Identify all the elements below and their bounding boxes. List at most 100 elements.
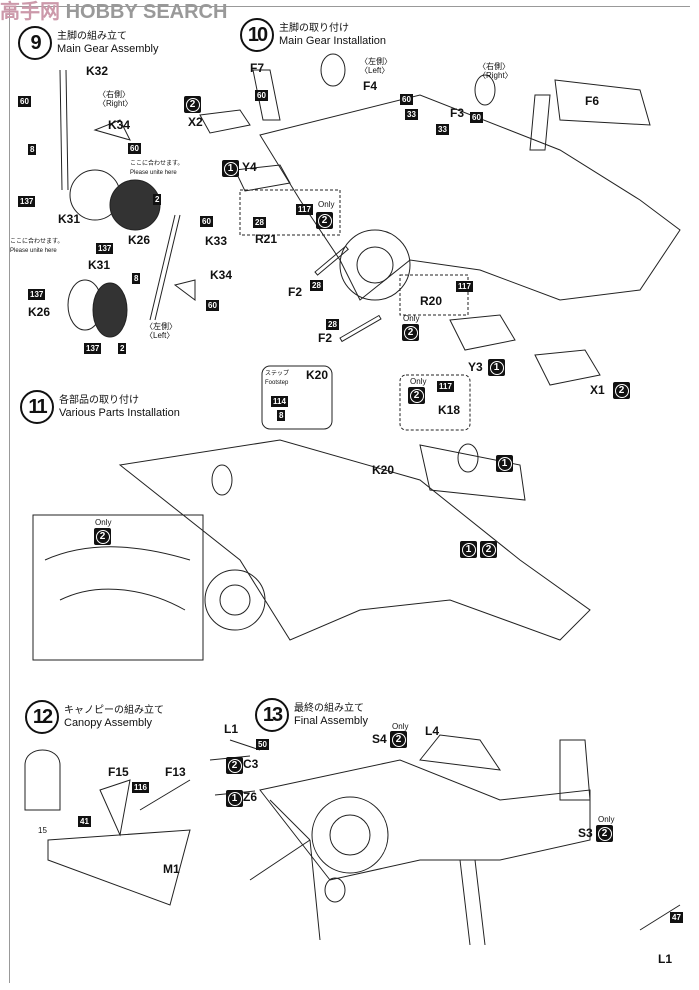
part-number-badge: 137 [96,243,114,254]
decal-number: 15 [38,826,47,835]
airplane-final-drawing [249,734,681,946]
part-number-badge: 2 [118,343,127,354]
part-number-badge: 114 [271,396,288,407]
step-number: 12 [25,700,59,734]
part-number-badge: 8 [28,144,37,155]
part-label: F2 [288,285,303,299]
option-2-mark: 2 [596,825,613,842]
part-number-badge: 8 [132,273,141,284]
part-label: K18 [438,403,461,417]
part-label: F4 [363,79,378,93]
option-2-mark: 2 [408,387,425,404]
part-number-badge: 33 [405,109,418,120]
part-number-badge: 60 [206,300,219,311]
watermark-logo: 高手网 HOBBY SEARCH [0,1,228,23]
step-number: 11 [20,390,54,424]
option-2-mark: 2 [402,324,419,341]
part-number-badge: 33 [436,124,449,135]
part-label: L1 [224,722,239,736]
only-note: Only [95,518,112,527]
step-title-jp: 各部品の取り付け [59,395,139,406]
part-label: Y4 [242,160,257,174]
part-label: X1 [590,383,605,397]
part-label: Z6 [243,790,258,804]
part-number-badge: 117 [296,204,313,215]
only-note: Only [392,722,409,731]
option-1-mark: 1 [460,541,477,558]
step-title-jp: キャノピーの組み立て [64,705,164,716]
main-gear-right-drawing [59,69,161,231]
left-side-note: 〈左側〉〈Left〉 [145,322,177,340]
part-number-badge: 60 [128,143,141,154]
option-1-mark: 1 [226,790,243,807]
part-label: K20 [306,368,329,382]
right-side-note: 〈右側〉〈Right〉 [478,62,513,80]
option-2-mark: 2 [390,731,407,748]
only-note: Only [598,815,615,824]
part-label: K32 [86,64,109,78]
option-2-mark: 2 [226,757,243,774]
step-title-jp: 主脚の組み立て [57,31,127,42]
part-label: K33 [205,234,228,248]
footstep-detail-box [261,365,333,430]
part-label: C3 [243,757,259,771]
step-title-en: Main Gear Assembly [57,43,159,55]
part-label: R21 [255,232,278,246]
airplane-underside-step10 [252,53,681,343]
only-note: Only [403,314,420,323]
part-label: L4 [425,724,440,738]
airplane-underside-step11 [118,439,591,641]
part-label: K34 [210,268,233,282]
step-title-jp: 最終の組み立て [294,703,364,714]
detail-box-r21 [239,189,341,236]
only-note: Only [410,377,427,386]
part-label: K20 [372,463,395,477]
part-label: R20 [420,294,443,308]
option-2-mark: 2 [480,541,497,558]
option-2-mark: 2 [184,96,201,113]
left-side-note: 〈左側〉〈Left〉 [360,57,392,75]
part-label: F15 [108,765,129,779]
step-title-en: Various Parts Installation [59,407,180,419]
part-label: F7 [250,61,265,75]
part-number-badge: 60 [255,90,268,101]
part-label: K31 [58,212,81,226]
part-number-badge: 47 [670,912,683,923]
part-number-badge: 41 [78,816,91,827]
part-number-badge: 50 [256,739,269,750]
part-number-badge: 116 [132,782,149,793]
only-note: Only [318,200,335,209]
part-number-badge: 137 [84,343,102,354]
step-number: 9 [18,26,52,60]
canopy-drawing [24,749,191,906]
option-2-mark: 2 [94,528,111,545]
inset-detail-box [32,514,204,661]
part-number-badge: 137 [18,196,36,207]
part-number-badge: 60 [400,94,413,105]
step-title-jp: 主脚の取り付け [279,23,349,34]
part-number-badge: 117 [456,281,473,292]
option-1-mark: 1 [496,455,513,472]
part-label: S3 [578,826,593,840]
part-number-badge: 117 [437,381,454,392]
part-label: F6 [585,94,600,108]
part-number-badge: 8 [277,410,286,421]
part-number-badge: 137 [28,289,46,300]
part-label: F2 [318,331,333,345]
part-number-badge: 60 [200,216,213,227]
part-label: K31 [88,258,111,272]
part-label: M1 [163,862,180,876]
part-label: L1 [658,952,673,966]
part-label: F13 [165,765,186,779]
right-side-note: 〈右側〉〈Right〉 [98,90,133,108]
option-1-mark: 1 [488,359,505,376]
option-1-mark: 1 [222,160,239,177]
part-label: K26 [28,305,51,319]
